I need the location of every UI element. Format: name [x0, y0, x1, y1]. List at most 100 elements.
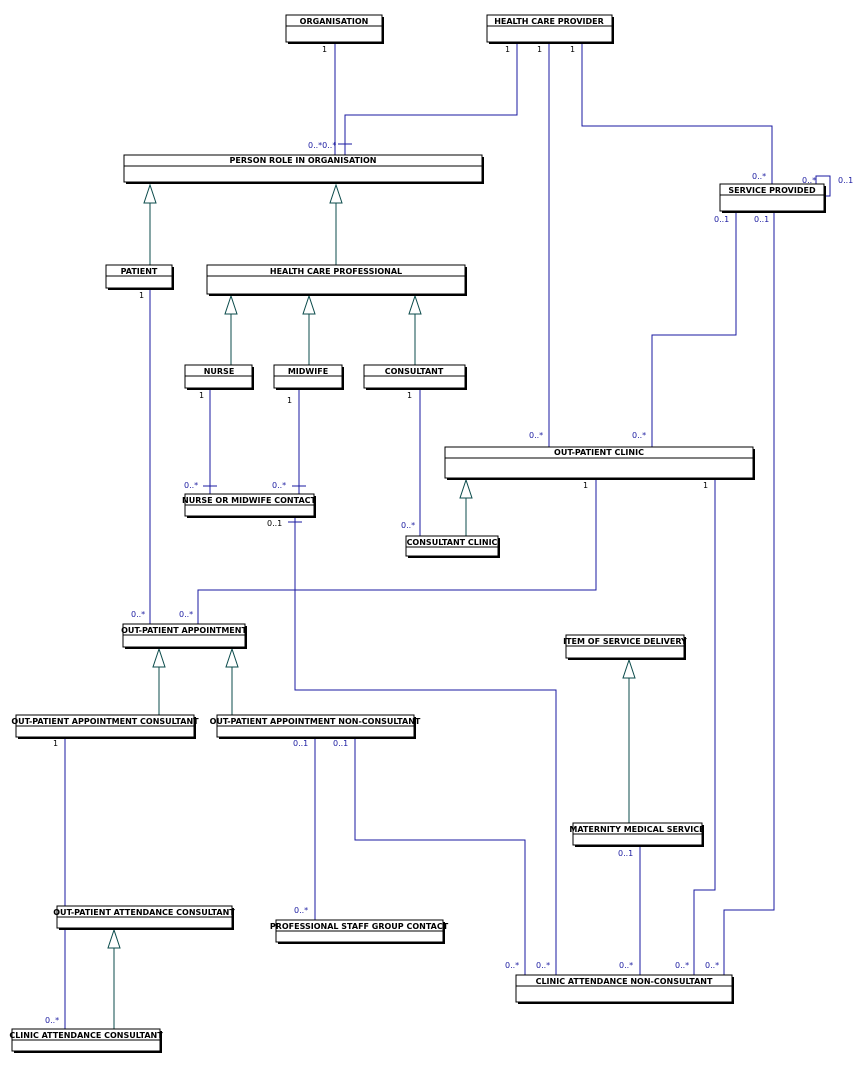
multiplicity-label: 0..*: [272, 481, 286, 490]
entity-label: MIDWIFE: [288, 367, 328, 376]
multiplicity-label: 1: [53, 739, 58, 748]
gen-triangle-icon: [302, 294, 316, 315]
multiplicity-label: 1: [199, 391, 204, 400]
entity-out-patient-attendance-consultant[interactable]: OUT-PATIENT ATTENDANCE CONSULTANT: [53, 905, 235, 930]
entity-label: OUT-PATIENT APPOINTMENT CONSULTANT: [11, 717, 199, 726]
gen-triangle-icon: [408, 294, 422, 315]
link-service-provided-attendance: [723, 212, 775, 975]
entity-item-of-service-delivery[interactable]: ITEM OF SERVICE DELIVERY: [563, 634, 687, 660]
entity-patient[interactable]: PATIENT: [105, 264, 174, 290]
entity-label: HEALTH CARE PROFESSIONAL: [270, 267, 402, 276]
multiplicity-label: 1: [570, 45, 575, 54]
entity-label: OUT-PATIENT CLINIC: [554, 448, 644, 457]
multiplicity-label: 0..*: [705, 961, 719, 970]
link-contact-attendance: [294, 516, 557, 975]
entity-label: HEALTH CARE PROVIDER: [494, 17, 604, 26]
gen-triangle-icon: [107, 928, 121, 949]
multiplicity-label: 1: [505, 45, 510, 54]
entity-health-care-professional[interactable]: HEALTH CARE PROFESSIONAL: [206, 264, 467, 296]
entity-label: OUT-PATIENT APPOINTMENT NON-CONSULTANT: [210, 717, 421, 726]
entity-nurse-or-midwife-contact[interactable]: NURSE OR MIDWIFE CONTACT: [182, 493, 317, 518]
link-service-provided-self: [815, 175, 831, 197]
link-clinic-appointment: [197, 478, 597, 624]
entity-label: MATERNITY MEDICAL SERVICE: [569, 825, 704, 834]
entity-person-role-in-organisation[interactable]: PERSON ROLE IN ORGANISATION: [123, 154, 484, 184]
entity-label: PATIENT: [121, 267, 158, 276]
entity-consultant[interactable]: CONSULTANT: [363, 364, 467, 390]
generalization-lines: [107, 183, 636, 1029]
multiplicity-label: 0..*: [529, 431, 543, 440]
entity-label: SERVICE PROVIDED: [728, 186, 816, 195]
gen-triangle-icon: [459, 478, 473, 499]
entity-nurse[interactable]: NURSE: [184, 364, 254, 390]
link-non-consultant-attendance: [354, 738, 526, 975]
multiplicity-label: 0..*: [131, 610, 145, 619]
entity-health-care-provider[interactable]: HEALTH CARE PROVIDER: [486, 14, 614, 44]
multiplicity-label: 0..*: [401, 521, 415, 530]
multiplicity-label: 0..*0..*: [308, 141, 336, 150]
entity-professional-staff-group-contact[interactable]: PROFESSIONAL STAFF GROUP CONTACT: [270, 919, 449, 944]
link-provider-service-provided: [581, 43, 773, 184]
multiplicity-label: 0..*: [632, 431, 646, 440]
multiplicity-label: 0..*: [45, 1016, 59, 1025]
multiplicity-label: 1: [287, 396, 292, 405]
entity-label: PERSON ROLE IN ORGANISATION: [230, 156, 377, 165]
entity-out-patient-appointment-consultant[interactable]: OUT-PATIENT APPOINTMENT CONSULTANT: [11, 714, 199, 739]
gen-triangle-icon: [224, 294, 238, 315]
entity-organisation[interactable]: ORGANISATION: [285, 14, 384, 44]
association-lines: [64, 43, 831, 1029]
entity-out-patient-clinic[interactable]: OUT-PATIENT CLINIC: [444, 446, 755, 480]
entity-label: ITEM OF SERVICE DELIVERY: [563, 637, 687, 646]
multiplicity-label: 0..*: [752, 172, 766, 181]
link-service-provided-clinic: [651, 212, 737, 447]
multiplicity-label: 0..1: [333, 739, 348, 748]
entity-label: PROFESSIONAL STAFF GROUP CONTACT: [270, 922, 449, 931]
multiplicity-label: 0..1: [838, 176, 853, 185]
gen-triangle-icon: [143, 183, 157, 204]
multiplicity-label: 0..*: [675, 961, 689, 970]
gen-triangle-icon: [329, 183, 343, 204]
entity-label: CLINIC ATTENDANCE CONSULTANT: [9, 1031, 163, 1040]
link-consultant-consultant-clinic: [406, 388, 421, 537]
gen-triangle-icon: [152, 647, 166, 668]
entity-label: NURSE OR MIDWIFE CONTACT: [182, 496, 316, 505]
entity-label: NURSE: [204, 367, 235, 376]
link-clinic-attendance: [693, 478, 716, 975]
multiplicity-label: 1: [322, 45, 327, 54]
entity-label: CONSULTANT: [385, 367, 444, 376]
multiplicity-label: 0..*: [802, 176, 816, 185]
multiplicity-label: 1: [583, 481, 588, 490]
multiplicity-label: 1: [537, 45, 542, 54]
multiplicity-label: 0..1: [754, 215, 769, 224]
entity-label: OUT-PATIENT ATTENDANCE CONSULTANT: [53, 908, 235, 917]
entity-consultant-clinic[interactable]: CONSULTANT CLINIC: [405, 535, 500, 558]
entity-clinic-attendance-non-consultant[interactable]: CLINIC ATTENDANCE NON-CONSULTANT: [515, 974, 734, 1004]
entity-service-provided[interactable]: SERVICE PROVIDED: [719, 183, 826, 213]
entity-clinic-attendance-consultant[interactable]: CLINIC ATTENDANCE CONSULTANT: [9, 1028, 163, 1053]
multiplicity-label: 0..*: [294, 906, 308, 915]
multiplicity-label: 0..*: [184, 481, 198, 490]
multiplicity-label: 1: [407, 391, 412, 400]
entity-out-patient-appointment[interactable]: OUT-PATIENT APPOINTMENT: [121, 623, 247, 649]
multiplicity-labels: 1 1 1 1 0..*0..* 0..* 0..* 0..1 0..1 0..…: [45, 45, 853, 1025]
multiplicity-label: 0..1: [618, 849, 633, 858]
entities: ORGANISATION HEALTH CARE PROVIDER PERSON…: [9, 14, 826, 1053]
multiplicity-label: 0..*: [619, 961, 633, 970]
entity-midwife[interactable]: MIDWIFE: [273, 364, 344, 390]
entity-label: CLINIC ATTENDANCE NON-CONSULTANT: [536, 977, 713, 986]
multiplicity-label: 1: [139, 291, 144, 300]
gen-triangle-icon: [622, 658, 636, 679]
gen-triangle-icon: [225, 647, 239, 668]
link-provider-person-role: [344, 43, 518, 155]
multiplicity-label: 0..*: [505, 961, 519, 970]
multiplicity-label: 0..1: [714, 215, 729, 224]
multiplicity-label: 0..*: [179, 610, 193, 619]
entity-label: CONSULTANT CLINIC: [407, 538, 498, 547]
entity-out-patient-appointment-non-consultant[interactable]: OUT-PATIENT APPOINTMENT NON-CONSULTANT: [210, 714, 421, 739]
multiplicity-label: 1: [703, 481, 708, 490]
entity-label: OUT-PATIENT APPOINTMENT: [121, 626, 247, 635]
entity-label: ORGANISATION: [300, 17, 369, 26]
multiplicity-label: 0..*: [536, 961, 550, 970]
entity-maternity-medical-service[interactable]: MATERNITY MEDICAL SERVICE: [569, 822, 705, 847]
